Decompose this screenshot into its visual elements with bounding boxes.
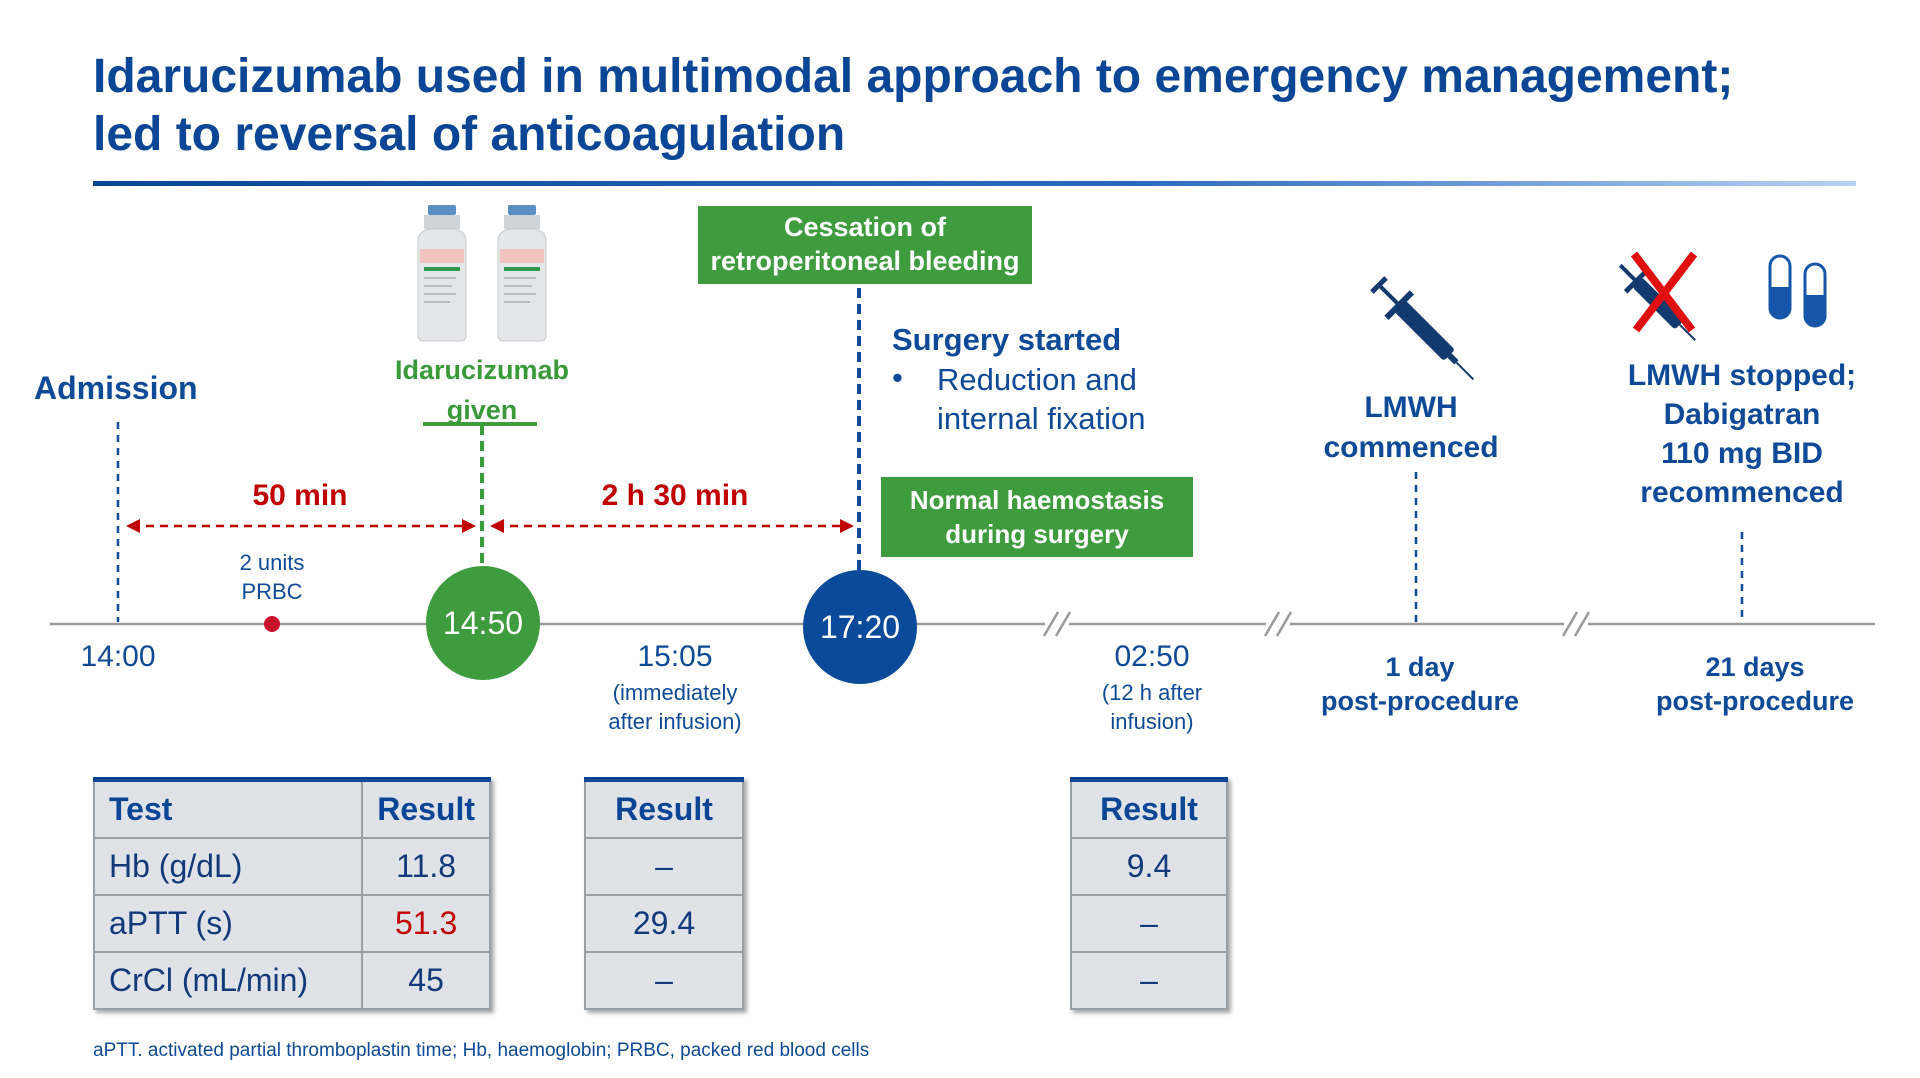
admission-label: Admission — [34, 370, 198, 406]
cessation-box: Cessation of retroperitoneal bleeding — [698, 206, 1032, 284]
prbc-dot — [264, 616, 280, 632]
table-row: Hb (g/dL) 11.8 — [92, 837, 491, 896]
stopped-line-1: LMWH stopped; — [1627, 359, 1857, 392]
idarucizumab-line-2: given — [446, 395, 518, 425]
table-cell: 9.4 — [1070, 837, 1228, 896]
prbc-line-1: 2 units — [239, 550, 305, 575]
timeline-break-1 — [1042, 606, 1072, 642]
surgery-line-2: internal fixation — [937, 401, 1146, 436]
lmwh-commenced-label: LMWH commenced — [1296, 388, 1526, 468]
day1-label: 1 day post-procedure — [1300, 650, 1540, 718]
day1-line-1: 1 day — [1385, 652, 1455, 682]
day1-line-2: post-procedure — [1320, 686, 1520, 716]
title-line-2: led to reversal of anticoagulation — [93, 108, 846, 161]
results-table-1505: Result – 29.4 – — [584, 777, 744, 1010]
normal-haemostasis-box: Normal haemostasis during surgery — [881, 477, 1193, 557]
table-header-row: Result — [584, 778, 744, 839]
time-1505-note-2: after infusion) — [608, 709, 742, 734]
time-0250-note-1: (12 h after — [1101, 680, 1203, 705]
timeline-break-2 — [1263, 606, 1293, 642]
results-table-0250: Result 9.4 – – — [1070, 777, 1228, 1010]
table-cell: – — [584, 837, 744, 896]
table-cell: 11.8 — [361, 837, 491, 896]
table-row: – — [1070, 894, 1228, 953]
normal-line-2: during surgery — [945, 519, 1129, 549]
time-0250: 02:50 — [1114, 640, 1190, 673]
time-1505-note-1: (immediately — [612, 680, 738, 705]
timeline-break-3 — [1561, 606, 1591, 642]
footnote: aPTT. activated partial thromboplastin t… — [93, 1040, 870, 1061]
day21-line-2: post-procedure — [1655, 686, 1855, 716]
table-cell: CrCl (mL/min) — [92, 951, 364, 1010]
table-cell: Hb (g/dL) — [92, 837, 364, 896]
time-1400: 14:00 — [80, 640, 156, 673]
table-row: aPTT (s) 51.3 — [92, 894, 491, 953]
time-0250-note-2: infusion) — [1110, 709, 1194, 734]
surgery-line-1: Reduction and — [937, 362, 1137, 397]
table-header: Result — [1070, 778, 1228, 839]
time-0250-note: (12 h after infusion) — [1052, 678, 1252, 736]
time-circle-1720: 17:20 — [803, 570, 917, 684]
table-row: – — [1070, 951, 1228, 1010]
idarucizumab-line-1: Idarucizumab — [394, 355, 570, 385]
table-header-row: Test Result — [92, 778, 491, 839]
interval-arrow-1 — [126, 519, 476, 533]
interval-label-1: 50 min — [252, 479, 348, 512]
table-cell: – — [584, 951, 744, 1010]
table-row: 9.4 — [1070, 837, 1228, 896]
surgery-bullet: • — [892, 360, 903, 395]
cessation-line-1: Cessation of — [783, 212, 947, 242]
table-cell: 51.3 — [361, 894, 491, 953]
title-line-1: Idarucizumab used in multimodal approach… — [93, 50, 1734, 103]
vial-icon — [497, 205, 547, 342]
interval-label-2: 2 h 30 min — [601, 479, 749, 512]
table-row: 29.4 — [584, 894, 744, 953]
results-table-admission: Test Result Hb (g/dL) 11.8 aPTT (s) 51.3… — [92, 777, 491, 1010]
lmwh-line-1: LMWH — [1364, 391, 1458, 424]
cross-mark-icon — [1618, 251, 1698, 341]
interval-arrow-2 — [490, 519, 854, 533]
prbc-line-2: PRBC — [241, 579, 303, 604]
table-row: – — [584, 837, 744, 896]
stopped-line-2: Dabigatran — [1663, 398, 1821, 431]
table-cell: aPTT (s) — [92, 894, 364, 953]
stopped-line-3: 110 mg BID — [1661, 437, 1823, 470]
stopped-line-4: recommenced — [1640, 476, 1844, 509]
table-row: CrCl (mL/min) 45 — [92, 951, 491, 1010]
table-cell: – — [1070, 951, 1228, 1010]
normal-line-1: Normal haemostasis — [909, 485, 1165, 515]
table-cell: 29.4 — [584, 894, 744, 953]
day21-label: 21 days post-procedure — [1635, 650, 1875, 718]
time-circle-1450: 14:50 — [426, 566, 540, 680]
page-title: Idarucizumab used in multimodal approach… — [93, 48, 1873, 164]
time-1505-note: (immediately after infusion) — [575, 678, 775, 736]
cessation-line-2: retroperitoneal bleeding — [710, 246, 1020, 276]
table-header: Test — [92, 778, 364, 839]
table-cell: – — [1070, 894, 1228, 953]
dabigatran-label: LMWH stopped; Dabigatran 110 mg BID reco… — [1592, 356, 1892, 512]
table-header-row: Result — [1070, 778, 1228, 839]
lmwh-line-2: commenced — [1323, 431, 1499, 464]
title-divider — [93, 181, 1856, 186]
syringe-icon — [1370, 276, 1475, 381]
capsule-icon — [1768, 254, 1827, 328]
table-row: – — [584, 951, 744, 1010]
table-header: Result — [361, 778, 491, 839]
day21-line-1: 21 days — [1705, 652, 1805, 682]
table-cell: 45 — [361, 951, 491, 1010]
table-header: Result — [584, 778, 744, 839]
vial-icon — [417, 205, 467, 342]
time-1505: 15:05 — [637, 640, 713, 673]
surgery-details: Reduction and internal fixation — [937, 360, 1146, 438]
surgery-title: Surgery started — [892, 322, 1122, 357]
idarucizumab-label: Idarucizumab given — [372, 350, 592, 430]
prbc-label: 2 units PRBC — [212, 548, 332, 606]
